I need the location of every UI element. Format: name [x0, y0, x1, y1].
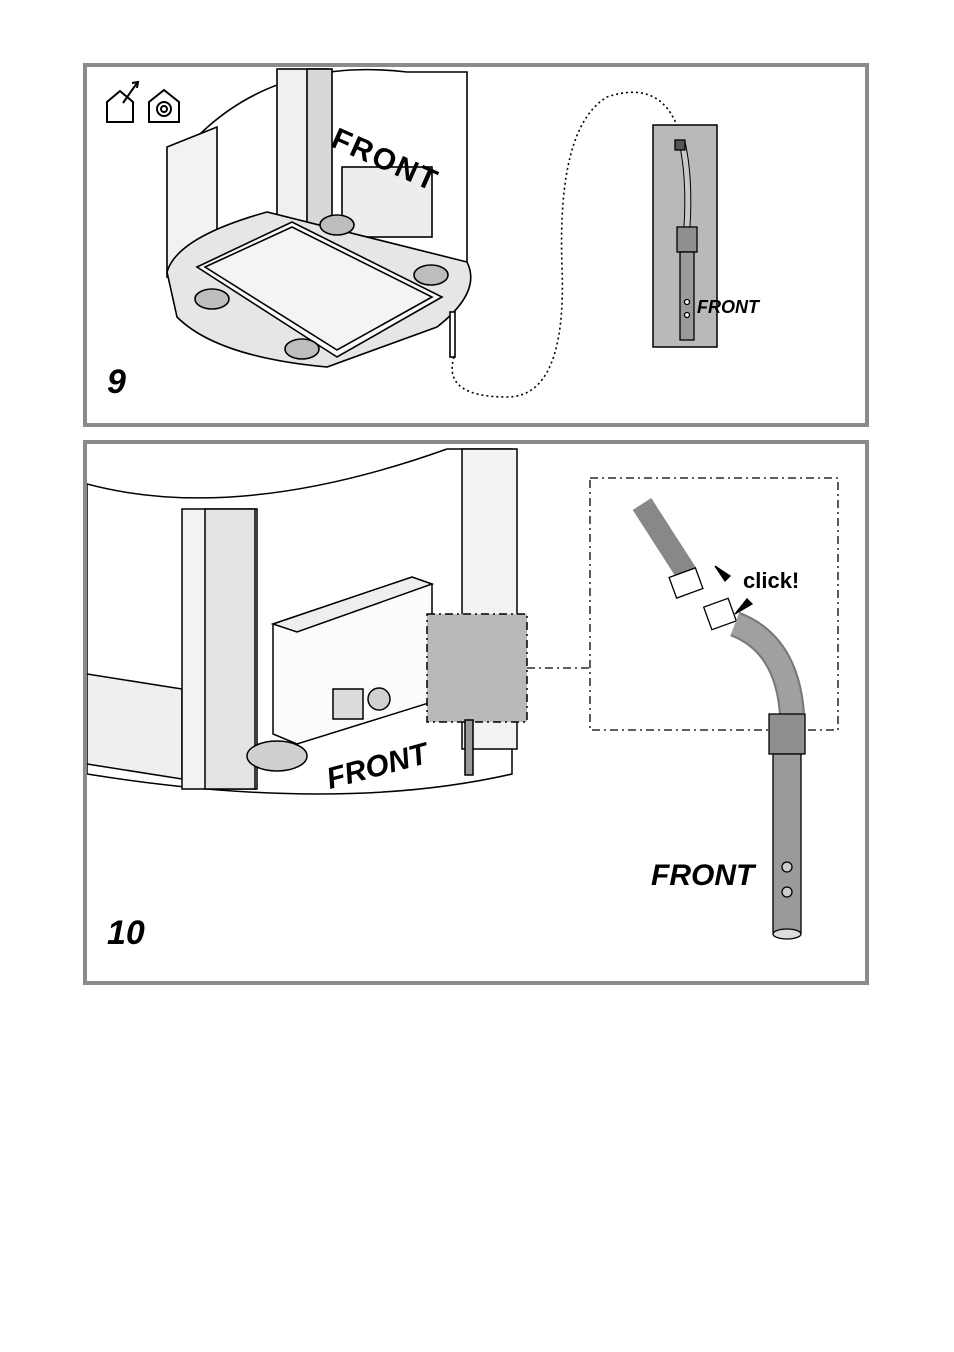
- step-number: 10: [107, 914, 145, 953]
- pipe-front-label: FRONT: [697, 297, 759, 318]
- step-10-illustration: [87, 444, 865, 981]
- step-9-panel: FRONT FRONT 9: [83, 63, 869, 427]
- step-9-illustration: [87, 67, 865, 423]
- click-label: click!: [743, 568, 799, 594]
- step-number: 9: [107, 363, 126, 402]
- house-fan-icon: [149, 90, 179, 122]
- pipe-front-label: FRONT: [651, 859, 754, 893]
- house-arrow-icon: [107, 82, 138, 122]
- step-10-panel: click! FRONT FRONT 10: [83, 440, 869, 985]
